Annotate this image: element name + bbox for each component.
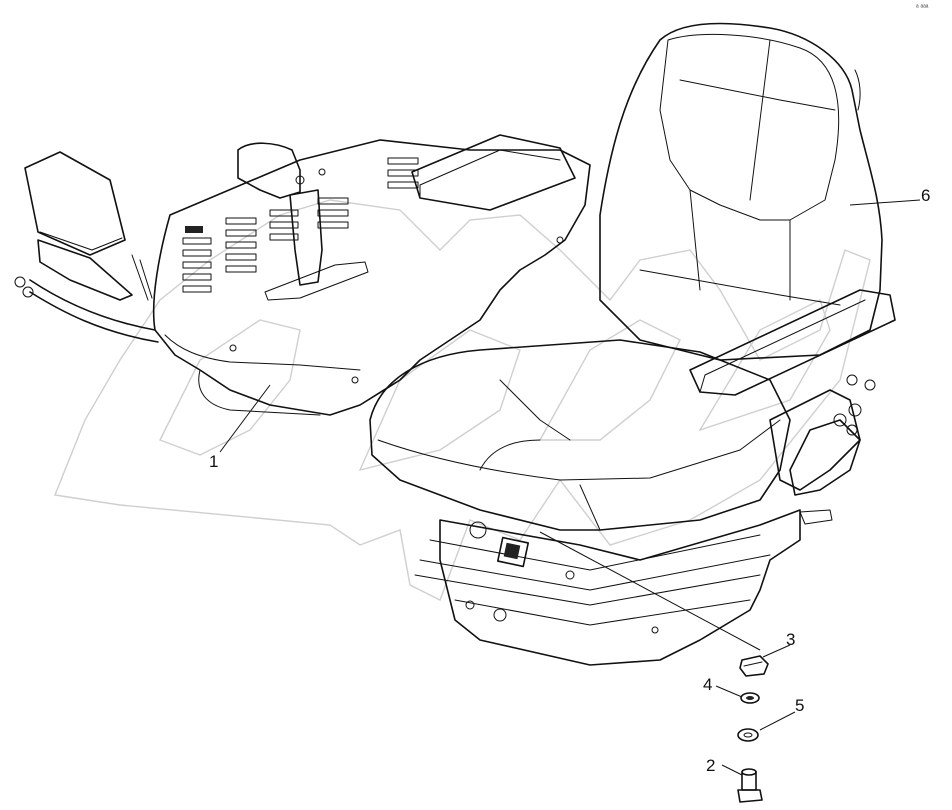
callout-1: 1: [209, 452, 218, 471]
fastener-nut: [739, 655, 769, 677]
watermark-logo: [54, 199, 871, 601]
fastener-flat-washer: [737, 728, 759, 742]
leader-lines: [219, 199, 921, 776]
corner-mark: ᵃ ᵃᵃᵃ: [916, 4, 929, 11]
callout-3: 3: [786, 630, 795, 649]
left-control-console: [14, 134, 591, 416]
callout-6: 6: [921, 186, 930, 205]
callout-4: 4: [703, 675, 712, 694]
operator-seat: [369, 22, 896, 666]
callout-2: 2: [706, 756, 715, 775]
display-unit: [14, 151, 153, 301]
fastener-lock-washer: [740, 692, 760, 704]
callout-5: 5: [795, 696, 804, 715]
joystick: [237, 142, 326, 286]
seat-side-controls: [769, 374, 876, 496]
fastener-bolt: [737, 768, 763, 803]
